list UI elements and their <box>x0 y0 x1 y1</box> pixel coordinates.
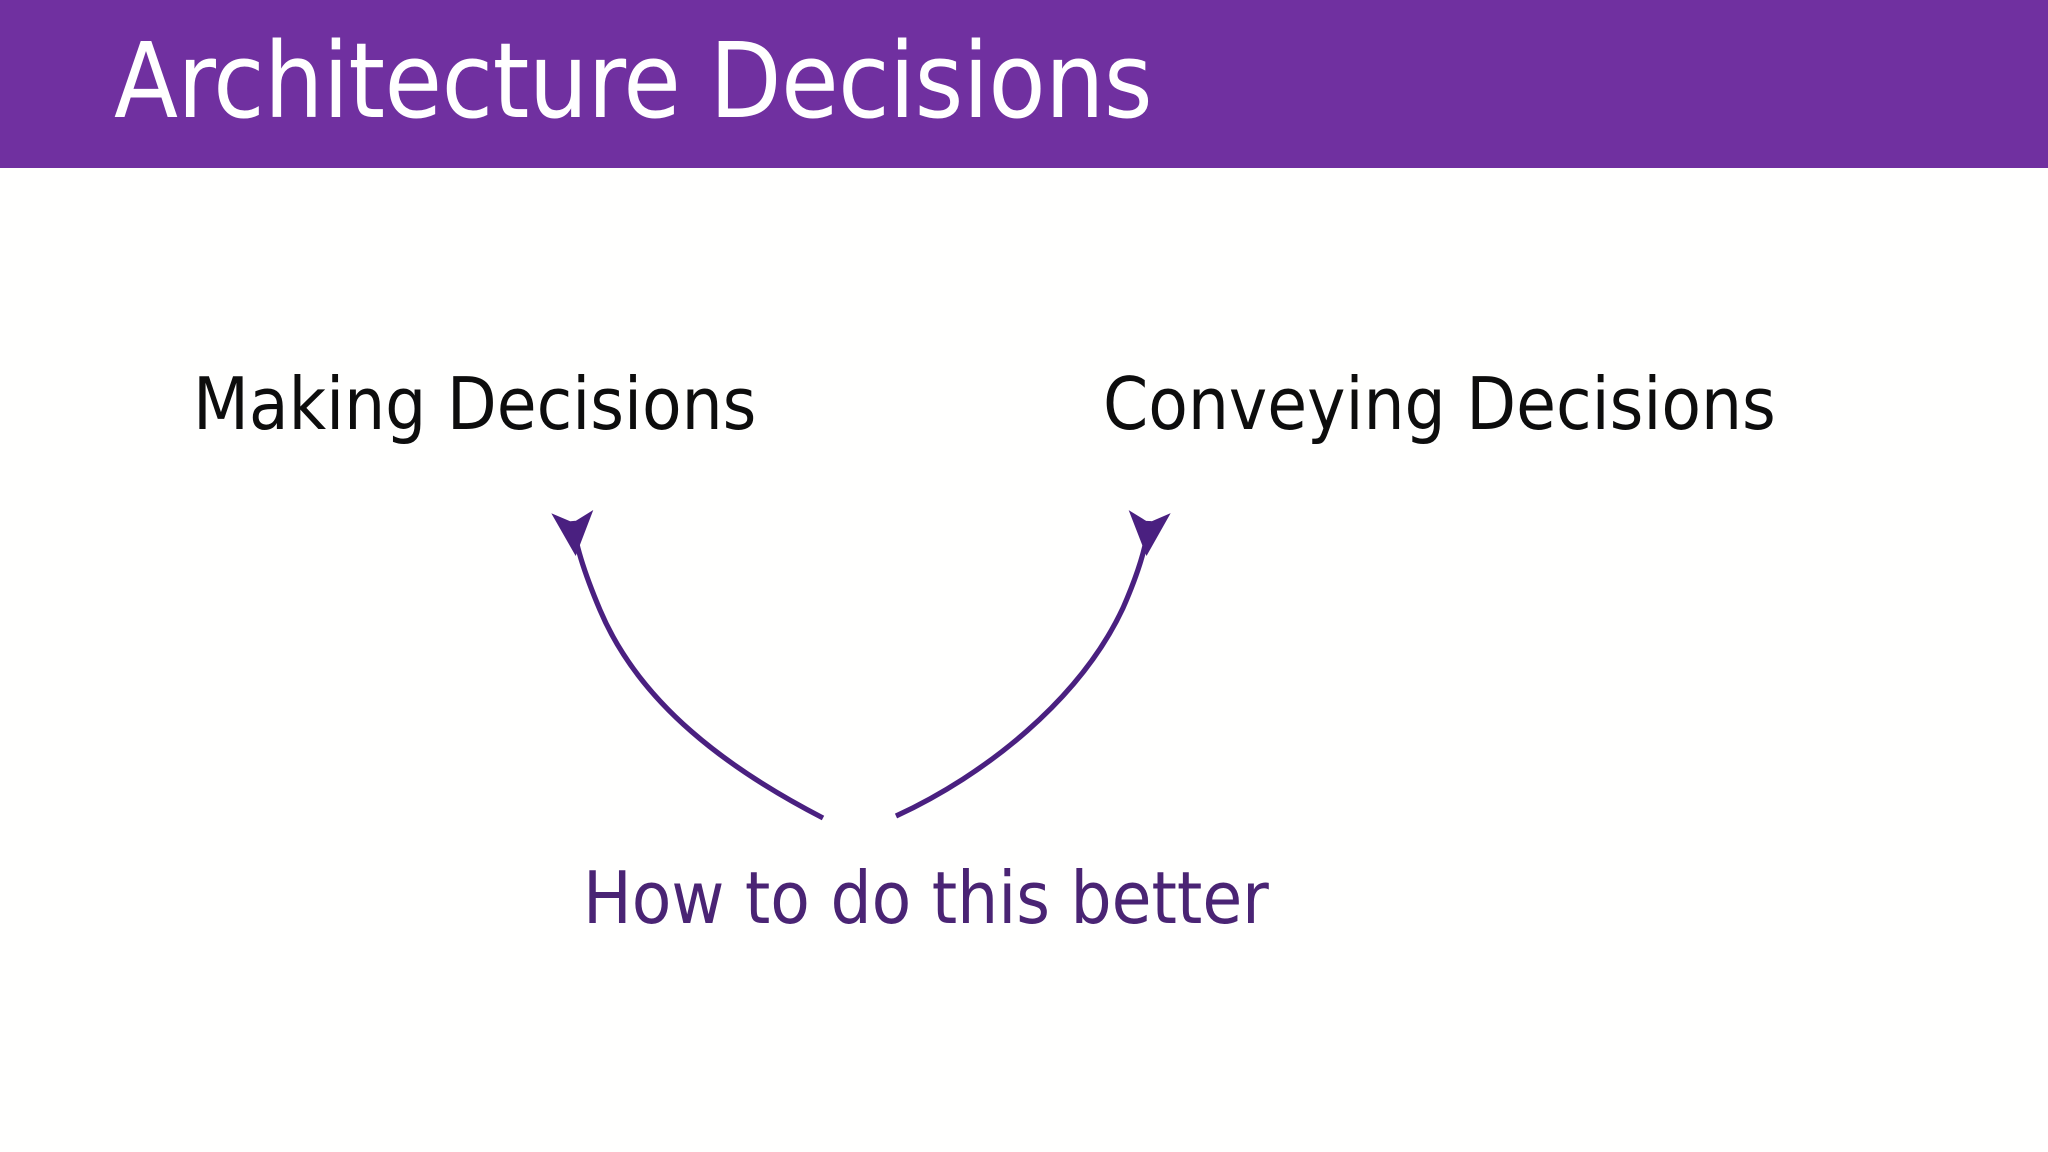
branch-label-making-decisions: Making Decisions <box>193 362 757 446</box>
arrow-to-making-decisions <box>551 510 825 821</box>
title-banner <box>0 0 2048 168</box>
page-title: Architecture Decisions <box>114 20 1153 142</box>
arrow-to-conveying-decisions <box>894 510 1171 819</box>
branch-label-conveying-decisions: Conveying Decisions <box>1103 362 1776 446</box>
caption-how-to-do-this-better: How to do this better <box>583 856 1269 940</box>
